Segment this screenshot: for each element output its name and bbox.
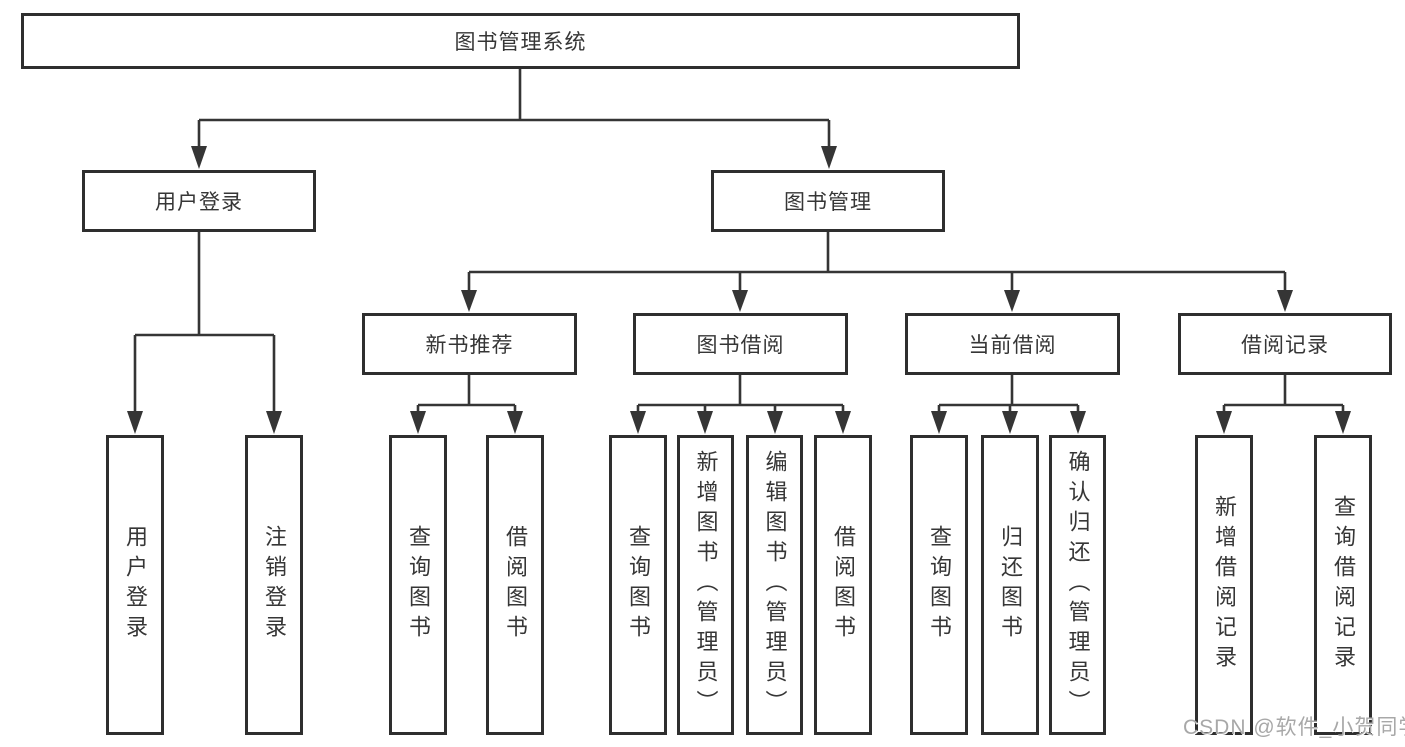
connector-book-borrow-to-leaves <box>630 375 851 434</box>
branch-borrow-records: 借阅记录 <box>1178 313 1392 375</box>
leaf-borrow-books-recommend-label: 借阅图书 <box>503 525 528 645</box>
leaf-borrow-books-borrow: 借阅图书 <box>814 435 872 735</box>
leaf-query-books-recommend-label: 查询图书 <box>406 525 431 645</box>
leaf-query-books-borrow: 查询图书 <box>609 435 667 735</box>
branch-current-borrow-label: 当前借阅 <box>968 334 1057 357</box>
leaf-confirm-return-admin: 确认归还（管理员） <box>1049 435 1106 735</box>
leaf-user-login: 用户登录 <box>106 435 164 735</box>
leaf-user-login-label: 用户登录 <box>123 525 148 645</box>
connector-borrow-record-to-leaves <box>1216 375 1351 434</box>
leaf-add-borrow-record: 新增借阅记录 <box>1195 435 1253 735</box>
node-root-label: 图书管理系统 <box>454 31 587 54</box>
branch-book-management-label: 图书管理 <box>784 191 872 214</box>
connector-book-mgmt-to-level3 <box>461 232 1293 312</box>
leaf-return-books-label: 归还图书 <box>998 525 1023 645</box>
branch-book-borrow-label: 图书借阅 <box>696 334 785 357</box>
leaf-query-books-current-label: 查询图书 <box>927 525 952 645</box>
leaf-query-borrow-record: 查询借阅记录 <box>1314 435 1372 735</box>
branch-current-borrow: 当前借阅 <box>905 313 1120 375</box>
leaf-logout-login: 注销登录 <box>245 435 303 735</box>
branch-borrow-records-label: 借阅记录 <box>1241 334 1329 357</box>
branch-book-management: 图书管理 <box>711 170 945 232</box>
leaf-edit-books-admin: 编辑图书（管理员） <box>746 435 803 735</box>
leaf-borrow-books-recommend: 借阅图书 <box>486 435 544 735</box>
leaf-add-books-admin: 新增图书（管理员） <box>677 435 734 735</box>
connector-root-to-level2 <box>191 69 837 169</box>
branch-user-login-label: 用户登录 <box>155 191 243 214</box>
leaf-logout-login-label: 注销登录 <box>262 525 287 645</box>
leaf-add-borrow-record-label: 新增借阅记录 <box>1212 495 1237 675</box>
branch-user-login: 用户登录 <box>82 170 316 232</box>
connector-current-borrow-to-leaves <box>931 375 1086 434</box>
leaf-edit-books-admin-label: 编辑图书（管理员） <box>762 450 788 720</box>
leaf-query-books-current: 查询图书 <box>910 435 968 735</box>
leaf-return-books: 归还图书 <box>981 435 1039 735</box>
leaf-query-books-recommend: 查询图书 <box>389 435 447 735</box>
connector-new-book-rec-to-leaves <box>410 375 523 434</box>
branch-book-borrow: 图书借阅 <box>633 313 848 375</box>
leaf-query-books-borrow-label: 查询图书 <box>626 525 651 645</box>
leaf-borrow-books-borrow-label: 借阅图书 <box>831 525 856 645</box>
connector-user-login-to-leaves <box>127 232 282 434</box>
leaf-add-books-admin-label: 新增图书（管理员） <box>693 450 719 720</box>
branch-new-book-recommend-label: 新书推荐 <box>425 334 514 357</box>
node-root: 图书管理系统 <box>21 13 1020 69</box>
branch-new-book-recommend: 新书推荐 <box>362 313 577 375</box>
leaf-query-borrow-record-label: 查询借阅记录 <box>1331 495 1356 675</box>
watermark: CSDN @软件_小贺同学 <box>1183 716 1405 739</box>
leaf-confirm-return-admin-label: 确认归还（管理员） <box>1065 450 1091 720</box>
